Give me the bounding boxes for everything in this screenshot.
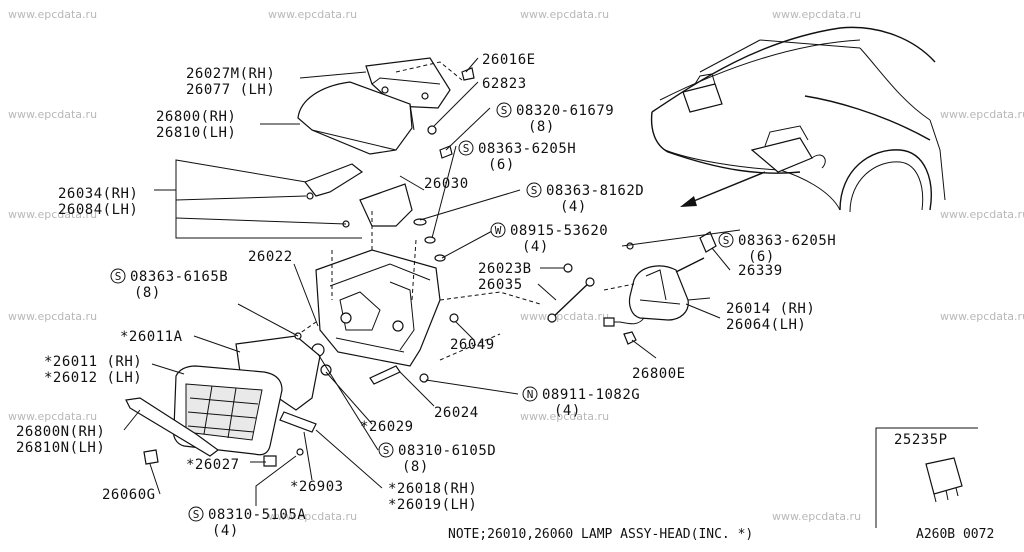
label-08310-6105D: 08310-6105D	[398, 443, 496, 459]
label-26049: 26049	[450, 337, 495, 353]
svg-text:W: W	[495, 224, 502, 237]
label-qty: (4)	[212, 523, 239, 539]
w-symbol-icon: W	[490, 222, 506, 238]
label-26064: 26064(LH)	[726, 317, 806, 333]
watermark: www.epcdata.ru	[772, 510, 861, 523]
label-26012: *26012 (LH)	[44, 370, 142, 386]
retractor-motor-assembly	[547, 231, 717, 345]
svg-text:S: S	[723, 234, 730, 247]
svg-text:S: S	[115, 270, 122, 283]
label-26024: 26024	[434, 405, 479, 421]
label-26084: 26084(LH)	[58, 202, 138, 218]
label-qty: (8)	[134, 285, 161, 301]
watermark: www.epcdata.ru	[8, 310, 97, 323]
watermark: www.epcdata.ru	[8, 208, 97, 221]
watermark: www.epcdata.ru	[520, 310, 609, 323]
label-08363-6205H: 08363-6205H	[738, 233, 836, 249]
watermark: www.epcdata.ru	[520, 8, 609, 21]
label-62823: 62823	[482, 76, 527, 92]
label-08915-53620: 08915-53620	[510, 223, 608, 239]
headlamp-housing	[311, 210, 541, 385]
label-qty: (8)	[528, 119, 555, 135]
car-illustration	[650, 26, 946, 213]
label-26030: 26030	[424, 176, 469, 192]
label-qty: (6)	[488, 157, 515, 173]
label-08363-6165B: 08363-6165B	[130, 269, 228, 285]
n-symbol-icon: N	[522, 386, 538, 402]
watermark: www.epcdata.ru	[268, 8, 357, 21]
watermark: www.epcdata.ru	[940, 310, 1024, 323]
watermark: www.epcdata.ru	[940, 208, 1024, 221]
s-symbol-icon: S	[378, 442, 394, 458]
headlamp-lens-assembly	[125, 321, 321, 467]
label-26077: 26077 (LH)	[186, 82, 275, 98]
s-symbol-icon: S	[718, 232, 734, 248]
label-08363-6205H: 08363-6205H	[478, 141, 576, 157]
label-26034: 26034(RH)	[58, 186, 138, 202]
label-26016E: 26016E	[482, 52, 536, 68]
part-labels: 26016E 26027M(RH) 26077 (LH) 62823 S 083…	[16, 52, 994, 542]
label-08320-61679: 08320-61679	[516, 103, 614, 119]
label-26027M: 26027M(RH)	[186, 66, 275, 82]
label-26800E: 26800E	[632, 366, 686, 382]
label-08363-8162D: 08363-8162D	[546, 183, 644, 199]
label-26022: 26022	[248, 249, 293, 265]
s-symbol-icon: S	[526, 182, 542, 198]
label-26035: 26035	[478, 277, 523, 293]
label-26810: 26810(LH)	[156, 125, 236, 141]
watermark: www.epcdata.ru	[8, 410, 97, 423]
label-25235P: 25235P	[894, 432, 948, 448]
s-symbol-icon: S	[110, 268, 126, 284]
watermark-layer: www.epcdata.ru www.epcdata.ru www.epcdat…	[8, 8, 1024, 523]
label-26023B: 26023B	[478, 261, 532, 277]
headlamp-cover-parts	[297, 57, 475, 262]
svg-text:S: S	[383, 444, 390, 457]
label-26810N: 26810N(LH)	[16, 440, 105, 456]
label-qty: (8)	[402, 459, 429, 475]
label-qty: (4)	[522, 239, 549, 255]
watermark: www.epcdata.ru	[520, 410, 609, 423]
label-26019: *26019(LH)	[388, 497, 477, 513]
label-26903: *26903	[290, 479, 344, 495]
label-26027: *26027	[186, 457, 240, 473]
label-qty: (6)	[748, 249, 775, 265]
svg-text:S: S	[193, 508, 200, 521]
watermark: www.epcdata.ru	[8, 108, 97, 121]
label-26060G: 26060G	[102, 487, 156, 503]
label-26018: *26018(RH)	[388, 481, 477, 497]
watermark: www.epcdata.ru	[8, 8, 97, 21]
svg-text:S: S	[531, 184, 538, 197]
watermark: www.epcdata.ru	[772, 8, 861, 21]
leader-lines	[123, 57, 741, 506]
label-26011: *26011 (RH)	[44, 354, 142, 370]
label-26011A: *26011A	[120, 329, 183, 345]
svg-text:N: N	[527, 388, 534, 401]
label-08911-1082G: 08911-1082G	[542, 387, 640, 403]
note-text: NOTE;26010,26060 LAMP ASSY-HEAD(INC. *)	[448, 527, 753, 542]
relay-inset-box	[875, 427, 978, 528]
label-qty: (4)	[554, 403, 581, 419]
label-26014: 26014 (RH)	[726, 301, 815, 317]
watermark: www.epcdata.ru	[940, 108, 1024, 121]
label-08310-5105A: 08310-5105A	[208, 507, 306, 523]
s-symbol-icon: S	[496, 102, 512, 118]
label-26339: 26339	[738, 263, 783, 279]
diagram-code: A260B 0072	[916, 527, 994, 542]
watermark: www.epcdata.ru	[268, 510, 357, 523]
label-26029: *26029	[360, 419, 414, 435]
label-qty: (4)	[560, 199, 587, 215]
svg-text:S: S	[501, 104, 508, 117]
svg-text:S: S	[463, 142, 470, 155]
label-26800N: 26800N(RH)	[16, 424, 105, 440]
s-symbol-icon: S	[188, 506, 204, 522]
label-26800: 26800(RH)	[156, 109, 236, 125]
s-symbol-icon: S	[458, 140, 474, 156]
